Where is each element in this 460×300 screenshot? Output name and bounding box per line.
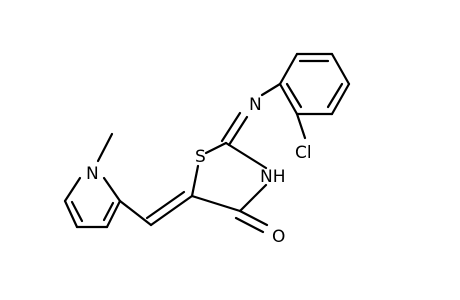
bond-methylidene-pyrrole — [118, 199, 153, 227]
atom-label-s: S — [195, 147, 206, 167]
atom-label-nh: NH — [260, 167, 286, 187]
thiazolidinone-ring — [190, 141, 268, 213]
atom-label-pyrrole-n: N — [86, 164, 99, 184]
bond-n-methyl — [96, 132, 114, 163]
methylidene-double-bond — [145, 190, 194, 227]
chlorophenyl-ring — [278, 52, 351, 116]
atom-label-o: O — [272, 227, 285, 247]
bond-aryl-imine-n — [260, 82, 282, 97]
carbonyl-double-bond — [234, 209, 269, 234]
atom-label-imine-n: N — [249, 95, 262, 115]
pyrrole-ring — [63, 176, 122, 229]
atom-label-cl: Cl — [295, 143, 312, 163]
imine-double-bond — [220, 111, 249, 147]
bond-aryl-cl — [295, 112, 307, 140]
